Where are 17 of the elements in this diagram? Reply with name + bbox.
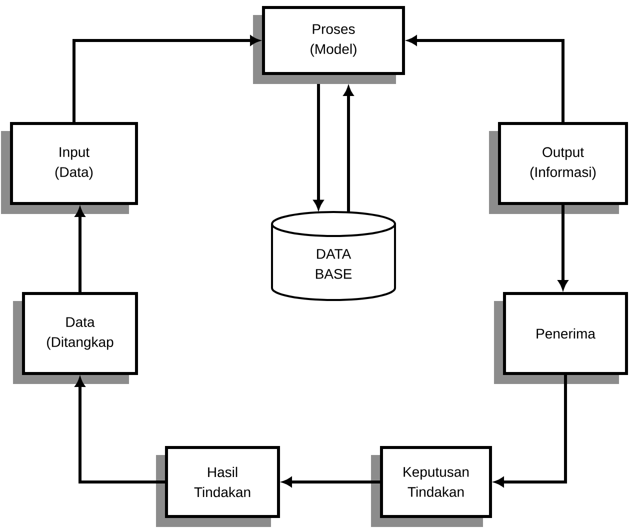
arrow (282, 477, 380, 487)
process-box: Proses (Model) (253, 6, 405, 84)
arrow (314, 84, 324, 210)
process-box: Penerima (494, 292, 628, 384)
arrow (494, 375, 567, 487)
arrow (75, 378, 165, 484)
arrow (408, 36, 564, 122)
process-box: Keputusan Tindakan (371, 446, 492, 527)
arrow (344, 86, 354, 212)
process-box: Hasil Tindakan (156, 446, 280, 527)
process-box: Input (Data) (1, 122, 138, 214)
process-box: Data (Ditangkap (13, 292, 138, 384)
arrow (558, 205, 568, 290)
arrow (72, 36, 260, 122)
database-cylinder: DATA BASE (271, 211, 396, 301)
process-box: Output (Informasi) (489, 122, 628, 214)
arrow (75, 208, 85, 292)
